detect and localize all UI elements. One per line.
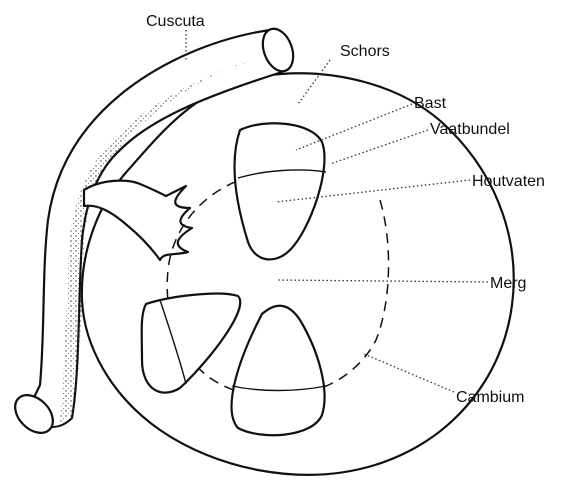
label-vaatbundel: Vaatbundel (430, 121, 510, 138)
label-houtvaten: Houtvaten (472, 173, 545, 190)
label-schors: Schors (340, 43, 390, 60)
label-bast: Bast (414, 95, 447, 112)
label-merg: Merg (490, 275, 526, 292)
label-cambium: Cambium (456, 389, 524, 406)
label-cuscuta: Cuscuta (146, 13, 205, 30)
